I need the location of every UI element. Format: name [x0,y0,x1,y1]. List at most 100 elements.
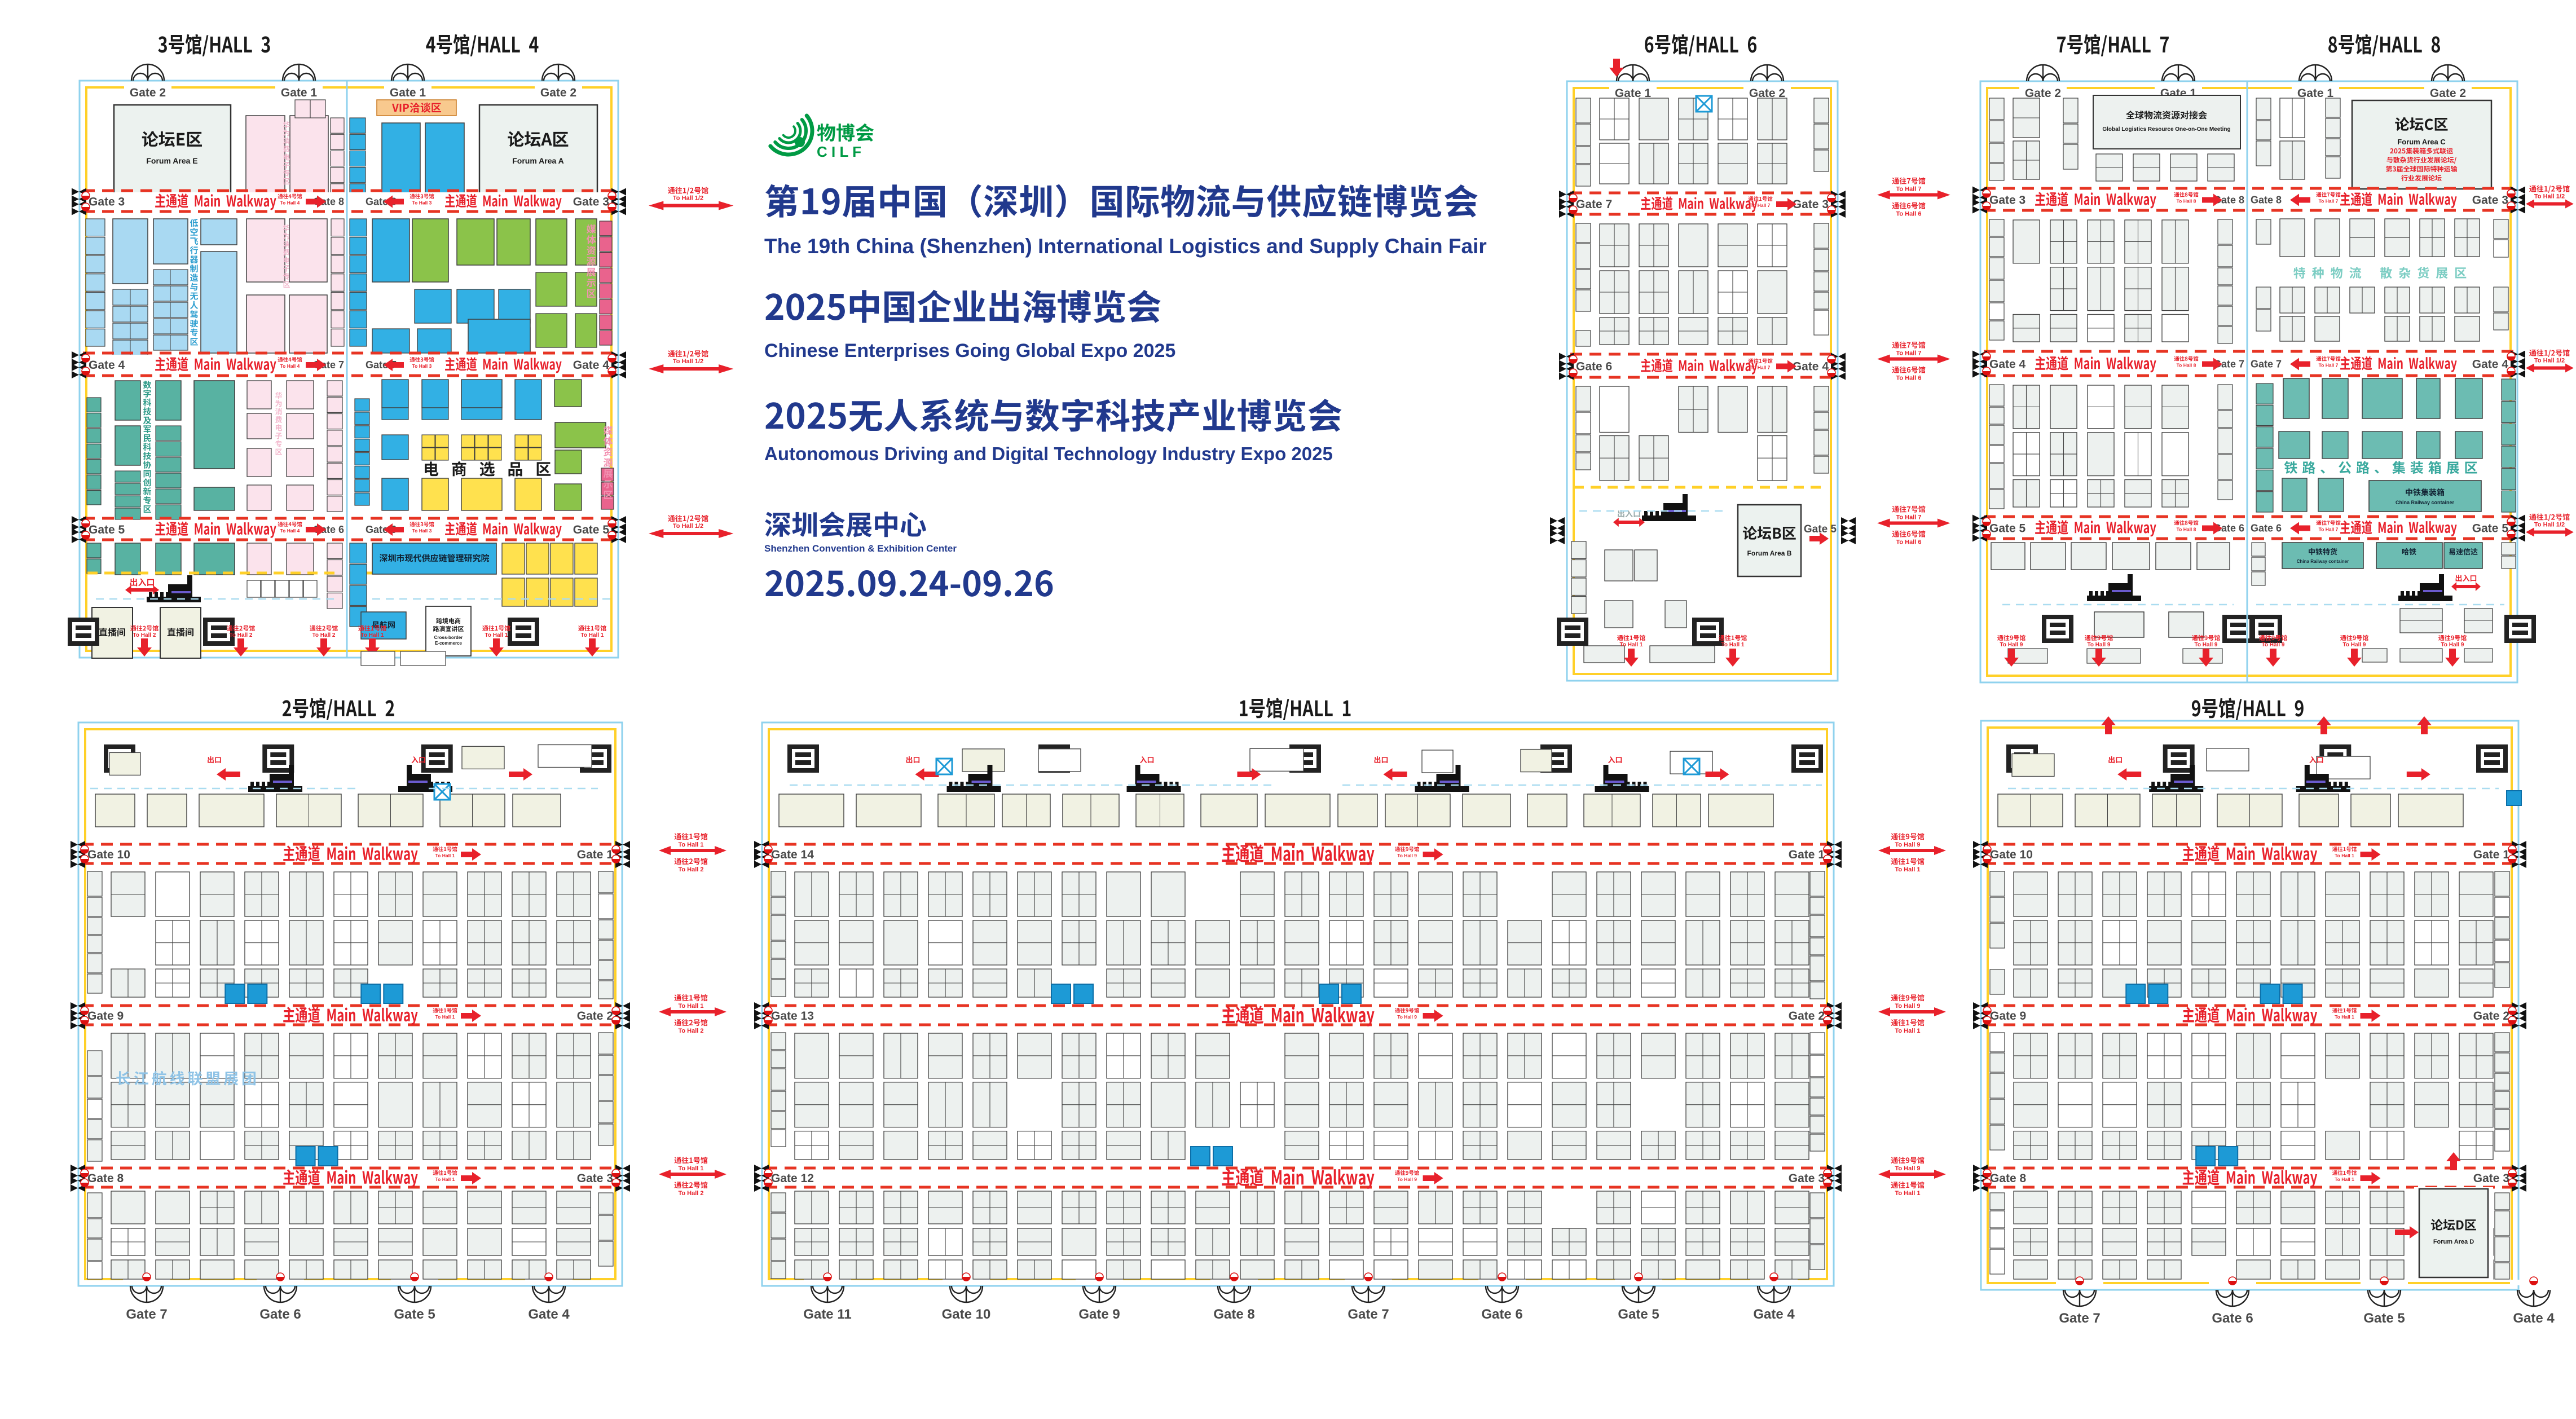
svg-text:Gate 3: Gate 3 [2472,194,2508,207]
svg-text:To Hall 1: To Hall 1 [1895,1028,1920,1034]
svg-text:Gate 9: Gate 9 [87,1010,124,1023]
svg-text:To Hall 7: To Hall 7 [1751,365,1771,371]
svg-text:To Hall 6: To Hall 6 [1896,211,1921,218]
svg-text:Gate 6: Gate 6 [2213,523,2244,534]
svg-text:To Hall 1: To Hall 1 [581,632,604,638]
svg-text:Cross-border: Cross-border [434,635,463,640]
svg-text:Gate 3: Gate 3 [1989,194,2025,207]
svg-text:Gate 1: Gate 1 [577,848,614,861]
svg-text:To Hall 1: To Hall 1 [485,632,508,638]
svg-text:Gate 2: Gate 2 [540,86,576,99]
svg-text:To Hall 7: To Hall 7 [2319,363,2339,368]
svg-text:To Hall 1/2: To Hall 1/2 [2534,522,2565,528]
svg-text:Gate 6: Gate 6 [2251,523,2282,534]
svg-text:Gate 4: Gate 4 [1989,358,2026,371]
svg-text:Gate 6: Gate 6 [1576,360,1612,373]
svg-text:To Hall 7: To Hall 7 [2319,527,2339,532]
svg-text:Gate 14: Gate 14 [771,848,814,861]
svg-text:Gate 3: Gate 3 [577,1172,613,1185]
svg-text:To Hall 3: To Hall 3 [412,200,432,206]
svg-text:Gate 3: Gate 3 [573,196,609,209]
svg-text:Gate 10: Gate 10 [942,1307,991,1322]
svg-text:Gate 3: Gate 3 [2473,1172,2509,1185]
svg-text:To Hall 2: To Hall 2 [133,632,156,638]
svg-text:Gate 1: Gate 1 [1789,848,1825,861]
svg-text:To Hall 1/2: To Hall 1/2 [2534,358,2565,364]
svg-text:Gate 8: Gate 8 [2251,195,2282,206]
svg-text:To Hall 9: To Hall 9 [2262,642,2285,648]
svg-text:To Hall 9: To Hall 9 [2441,642,2464,648]
svg-text:Gate 4: Gate 4 [89,359,125,372]
svg-text:Gate 2: Gate 2 [2430,87,2466,100]
svg-text:Gate 11: Gate 11 [803,1307,851,1322]
svg-text:To Hall 1: To Hall 1 [2335,1176,2354,1182]
svg-text:To Hall 7: To Hall 7 [1751,202,1771,208]
svg-text:Gate 2: Gate 2 [2473,1010,2509,1023]
svg-text:Gate 3: Gate 3 [89,196,125,209]
svg-text:Gate 1: Gate 1 [1615,87,1652,100]
svg-text:To Hall 2: To Hall 2 [678,1028,703,1034]
svg-text:Gate 7: Gate 7 [2251,359,2282,370]
svg-text:Gate 2: Gate 2 [1749,87,1785,100]
svg-text:Gate 9: Gate 9 [1078,1307,1120,1322]
svg-text:To Hall 1: To Hall 1 [1620,642,1643,648]
svg-text:Gate 8: Gate 8 [87,1172,124,1185]
svg-text:Gate 7: Gate 7 [2213,359,2244,370]
svg-text:Gate 5: Gate 5 [1989,522,2026,535]
svg-text:Gate 1: Gate 1 [2473,848,2510,861]
svg-text:Gate 4: Gate 4 [1793,360,1829,373]
svg-text:To Hall 1: To Hall 1 [1721,642,1745,648]
svg-text:To Hall 2: To Hall 2 [312,632,336,638]
svg-text:Gate 6: Gate 6 [2212,1311,2253,1326]
svg-text:Gate 7: Gate 7 [1576,198,1612,211]
svg-text:To Hall 1/2: To Hall 1/2 [673,523,703,530]
svg-text:Gate 6: Gate 6 [1481,1307,1522,1322]
svg-text:To Hall 1: To Hall 1 [678,841,703,848]
svg-text:Gate 8: Gate 8 [1990,1172,2027,1185]
svg-text:To Hall 9: To Hall 9 [2088,642,2111,648]
svg-text:Gate 9: Gate 9 [1990,1010,2026,1023]
svg-text:To Hall 8: To Hall 8 [2177,199,2196,204]
svg-text:To Hall 1: To Hall 1 [678,1165,703,1172]
svg-text:Gate 1: Gate 1 [390,86,426,99]
svg-text:C I L F: C I L F [817,143,861,160]
svg-text:To Hall 1/2: To Hall 1/2 [673,195,703,202]
svg-text:Forum Area E: Forum Area E [146,156,197,165]
svg-text:Gate 8: Gate 8 [1213,1307,1254,1322]
svg-text:To Hall 2: To Hall 2 [230,632,253,638]
svg-text:To Hall 9: To Hall 9 [1397,1176,1417,1182]
svg-text:To Hall 7: To Hall 7 [1896,514,1921,521]
svg-text:To Hall 2: To Hall 2 [678,866,703,873]
svg-text:Gate 7: Gate 7 [2059,1311,2100,1326]
svg-text:To Hall 1: To Hall 1 [678,1003,703,1010]
svg-text:To Hall 1: To Hall 1 [361,632,384,638]
svg-text:To Hall 9: To Hall 9 [2195,642,2218,648]
svg-text:To Hall 8: To Hall 8 [2177,527,2196,532]
svg-text:Gate 7: Gate 7 [126,1307,167,1322]
svg-text:Gate 10: Gate 10 [1990,848,2033,861]
svg-text:Gate 3: Gate 3 [1793,198,1829,211]
svg-text:To Hall 3: To Hall 3 [412,363,432,369]
svg-text:To Hall 2: To Hall 2 [678,1190,703,1197]
svg-text:Gate 2: Gate 2 [2025,87,2061,100]
svg-text:To Hall 7: To Hall 7 [2319,199,2339,204]
svg-text:Gate 4: Gate 4 [2513,1311,2555,1326]
svg-text:Gate 5: Gate 5 [2363,1311,2405,1326]
svg-text:Gate 10: Gate 10 [87,848,130,861]
svg-text:Forum Area A: Forum Area A [512,156,564,165]
svg-text:To Hall 1: To Hall 1 [2335,853,2354,858]
svg-text:Gate 5: Gate 5 [1804,523,1837,535]
svg-text:To Hall 4: To Hall 4 [280,528,300,534]
svg-text:Gate 5: Gate 5 [394,1307,435,1322]
svg-text:To Hall 3: To Hall 3 [412,528,432,534]
svg-text:Gate 2: Gate 2 [577,1010,613,1023]
svg-text:The 19th China (Shenzhen) Inte: The 19th China (Shenzhen) International … [764,235,1487,258]
svg-text:To Hall 1: To Hall 1 [2335,1014,2354,1020]
svg-text:To Hall 1: To Hall 1 [1895,1190,1920,1197]
svg-text:Gate 12: Gate 12 [771,1172,814,1185]
svg-text:To Hall 1: To Hall 1 [435,1014,455,1020]
svg-text:To Hall 1: To Hall 1 [435,1176,455,1182]
svg-text:To Hall 9: To Hall 9 [1895,1165,1920,1172]
svg-text:Gate 4: Gate 4 [528,1307,570,1322]
svg-text:To Hall 9: To Hall 9 [1895,1003,1920,1010]
